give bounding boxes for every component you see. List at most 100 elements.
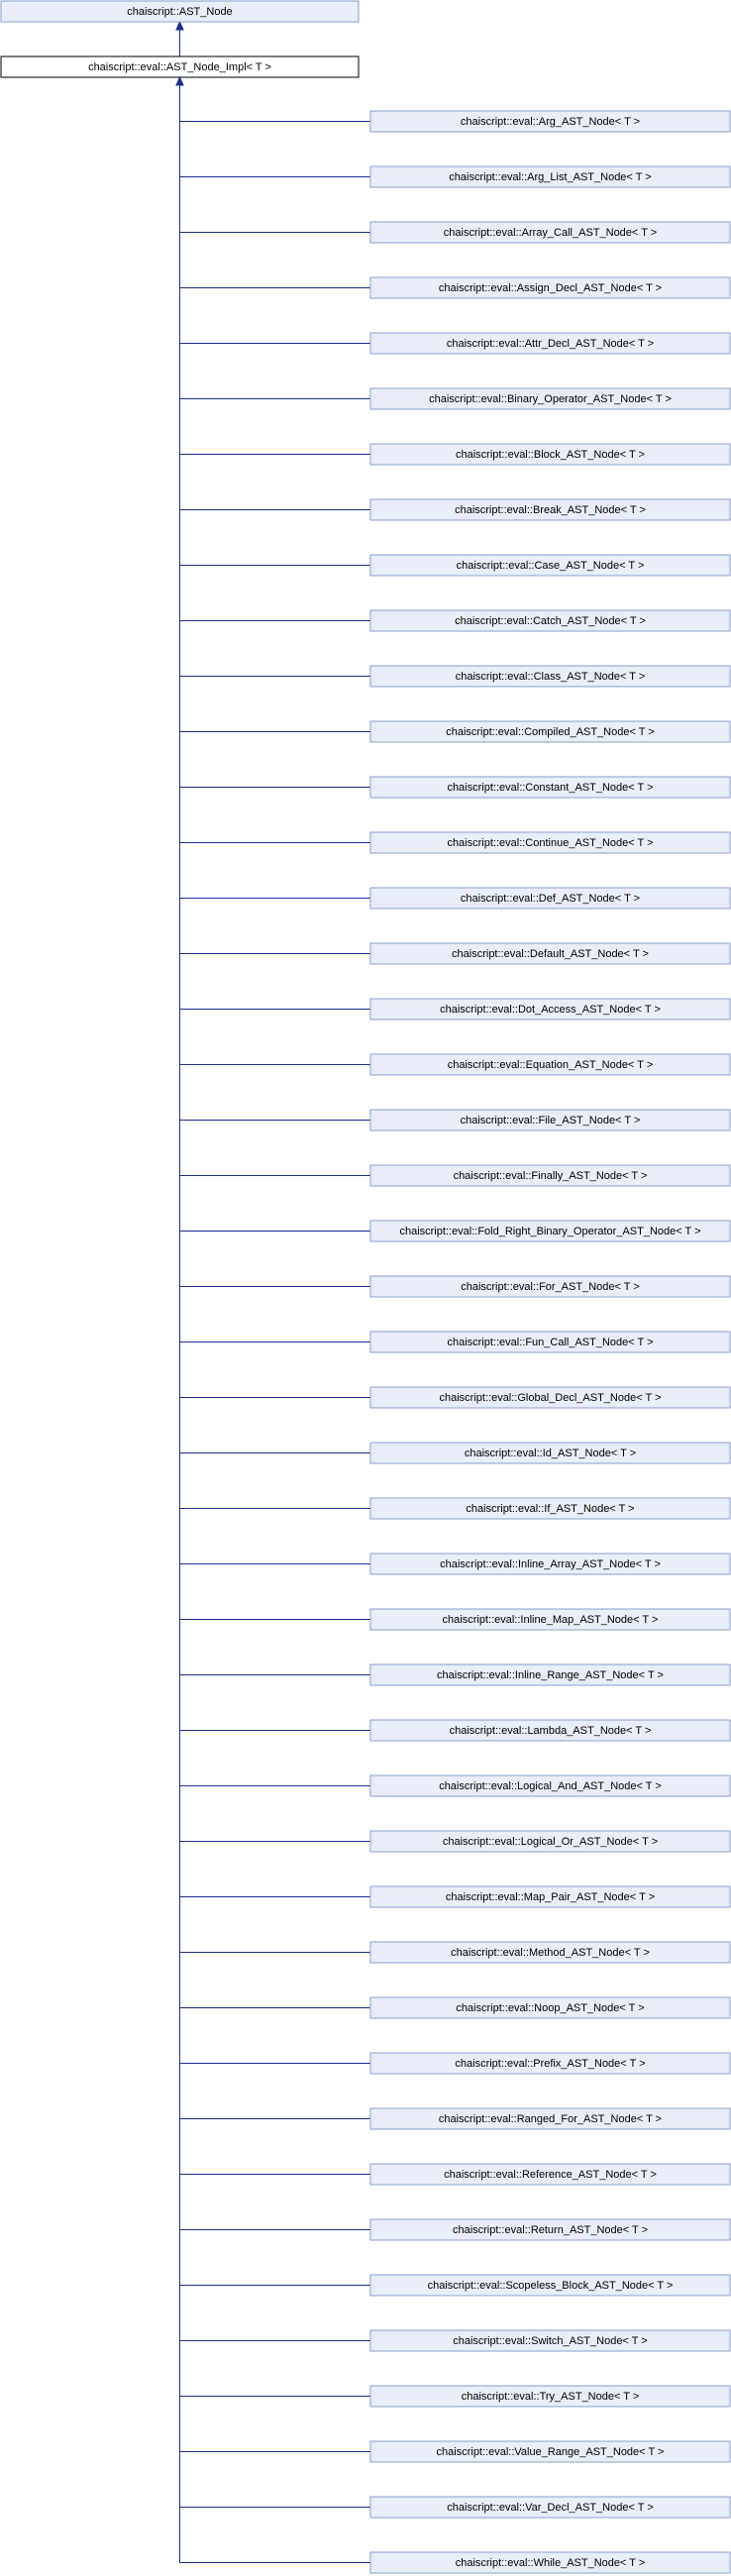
class-node-binary-operator-ast-node[interactable]: chaiscript::eval::Binary_Operator_AST_No… — [369, 387, 731, 410]
class-box — [369, 554, 731, 577]
class-label-break-ast-node: chaiscript::eval::Break_AST_Node< T > — [455, 504, 646, 516]
class-label-prefix-ast-node: chaiscript::eval::Prefix_AST_Node< T > — [455, 2058, 645, 2070]
class-node-break-ast-node[interactable]: chaiscript::eval::Break_AST_Node< T > — [369, 498, 731, 521]
class-box — [369, 609, 731, 632]
class-label-arg-ast-node: chaiscript::eval::Arg_AST_Node< T > — [461, 116, 640, 128]
class-node-equation-ast-node[interactable]: chaiscript::eval::Equation_AST_Node< T > — [369, 1053, 731, 1076]
class-label-inline-array-ast-node: chaiscript::eval::Inline_Array_AST_Node<… — [440, 1558, 661, 1570]
class-box — [369, 1331, 731, 1353]
class-node-ranged-for-ast-node[interactable]: chaiscript::eval::Ranged_For_AST_Node< T… — [369, 2107, 731, 2130]
class-box — [369, 276, 731, 299]
class-node-fold-right-binary-operator-ast-node[interactable]: chaiscript::eval::Fold_Right_Binary_Oper… — [369, 1220, 731, 1242]
class-box — [369, 998, 731, 1020]
class-label-fold-right-binary-operator-ast-node: chaiscript::eval::Fold_Right_Binary_Oper… — [399, 1226, 700, 1237]
class-label-logical-or-ast-node: chaiscript::eval::Logical_Or_AST_Node< T… — [443, 1836, 658, 1848]
class-node-map-pair-ast-node[interactable]: chaiscript::eval::Map_Pair_AST_Node< T > — [369, 1885, 731, 1908]
class-node-inline-array-ast-node[interactable]: chaiscript::eval::Inline_Array_AST_Node<… — [369, 1553, 731, 1575]
class-node-noop-ast-node[interactable]: chaiscript::eval::Noop_AST_Node< T > — [369, 1996, 731, 2019]
class-label-compiled-ast-node: chaiscript::eval::Compiled_AST_Node< T > — [446, 726, 655, 738]
class-node-var-decl-ast-node[interactable]: chaiscript::eval::Var_Decl_AST_Node< T > — [369, 2496, 731, 2519]
class-node-inline-range-ast-node[interactable]: chaiscript::eval::Inline_Range_AST_Node<… — [369, 1664, 731, 1686]
class-box — [369, 1220, 731, 1242]
class-label-return-ast-node: chaiscript::eval::Return_AST_Node< T > — [453, 2224, 648, 2236]
class-node-if-ast-node[interactable]: chaiscript::eval::If_AST_Node< T > — [369, 1497, 731, 1520]
class-box — [369, 1719, 731, 1742]
class-box — [369, 1774, 731, 1797]
class-label-catch-ast-node: chaiscript::eval::Catch_AST_Node< T > — [455, 615, 646, 627]
class-box — [369, 776, 731, 799]
class-node-finally-ast-node[interactable]: chaiscript::eval::Finally_AST_Node< T > — [369, 1164, 731, 1187]
class-node-case-ast-node[interactable]: chaiscript::eval::Case_AST_Node< T > — [369, 554, 731, 577]
class-label-logical-and-ast-node: chaiscript::eval::Logical_And_AST_Node< … — [439, 1780, 662, 1792]
class-node-array-call-ast-node[interactable]: chaiscript::eval::Array_Call_AST_Node< T… — [369, 221, 731, 244]
class-label-global-decl-ast-node: chaiscript::eval::Global_Decl_AST_Node< … — [440, 1392, 662, 1404]
class-node-switch-ast-node[interactable]: chaiscript::eval::Switch_AST_Node< T > — [369, 2329, 731, 2352]
class-node-method-ast-node[interactable]: chaiscript::eval::Method_AST_Node< T > — [369, 1941, 731, 1964]
class-node-fun-call-ast-node[interactable]: chaiscript::eval::Fun_Call_AST_Node< T > — [369, 1331, 731, 1353]
class-label-file-ast-node: chaiscript::eval::File_AST_Node< T > — [461, 1115, 641, 1127]
class-label-assign-decl-ast-node: chaiscript::eval::Assign_Decl_AST_Node< … — [439, 282, 662, 294]
class-node-catch-ast-node[interactable]: chaiscript::eval::Catch_AST_Node< T > — [369, 609, 731, 632]
class-label-continue-ast-node: chaiscript::eval::Continue_AST_Node< T > — [447, 837, 653, 849]
class-node-id-ast-node[interactable]: chaiscript::eval::Id_AST_Node< T > — [369, 1442, 731, 1464]
class-box — [369, 1996, 731, 2019]
class-node-reference-ast-node[interactable]: chaiscript::eval::Reference_AST_Node< T … — [369, 2163, 731, 2186]
class-label-var-decl-ast-node: chaiscript::eval::Var_Decl_AST_Node< T > — [447, 2502, 654, 2514]
class-node-while-ast-node[interactable]: chaiscript::eval::While_AST_Node< T > — [369, 2551, 731, 2574]
class-label-def-ast-node: chaiscript::eval::Def_AST_Node< T > — [461, 893, 640, 905]
class-box — [369, 1442, 731, 1464]
class-label-map-pair-ast-node: chaiscript::eval::Map_Pair_AST_Node< T > — [446, 1891, 655, 1903]
class-label-inline-map-ast-node: chaiscript::eval::Inline_Map_AST_Node< T… — [443, 1614, 659, 1626]
class-label-arg-list-ast-node: chaiscript::eval::Arg_List_AST_Node< T > — [449, 171, 651, 183]
class-node-for-ast-node[interactable]: chaiscript::eval::For_AST_Node< T > — [369, 1275, 731, 1298]
class-box — [369, 1941, 731, 1964]
base-class-node[interactable]: chaiscript::AST_Node — [0, 0, 360, 23]
class-box — [369, 1664, 731, 1686]
class-node-continue-ast-node[interactable]: chaiscript::eval::Continue_AST_Node< T > — [369, 831, 731, 854]
class-node-arg-ast-node[interactable]: chaiscript::eval::Arg_AST_Node< T > — [369, 110, 731, 133]
class-node-logical-and-ast-node[interactable]: chaiscript::eval::Logical_And_AST_Node< … — [369, 1774, 731, 1797]
class-node-logical-or-ast-node[interactable]: chaiscript::eval::Logical_Or_AST_Node< T… — [369, 1830, 731, 1853]
class-label-attr-decl-ast-node: chaiscript::eval::Attr_Decl_AST_Node< T … — [447, 338, 654, 350]
class-label-ranged-for-ast-node: chaiscript::eval::Ranged_For_AST_Node< T… — [439, 2113, 662, 2125]
class-box — [369, 2440, 731, 2463]
class-label-lambda-ast-node: chaiscript::eval::Lambda_AST_Node< T > — [450, 1725, 652, 1737]
class-label-method-ast-node: chaiscript::eval::Method_AST_Node< T > — [451, 1947, 650, 1959]
class-node-constant-ast-node[interactable]: chaiscript::eval::Constant_AST_Node< T > — [369, 776, 731, 799]
class-box — [369, 1386, 731, 1409]
class-node-arg-list-ast-node[interactable]: chaiscript::eval::Arg_List_AST_Node< T > — [369, 165, 731, 188]
class-node-def-ast-node[interactable]: chaiscript::eval::Def_AST_Node< T > — [369, 887, 731, 910]
class-box — [369, 1053, 731, 1076]
class-node-file-ast-node[interactable]: chaiscript::eval::File_AST_Node< T > — [369, 1109, 731, 1131]
class-box — [369, 2385, 731, 2408]
class-box — [369, 332, 731, 355]
class-label-while-ast-node: chaiscript::eval::While_AST_Node< T > — [456, 2557, 646, 2569]
class-node-dot-access-ast-node[interactable]: chaiscript::eval::Dot_Access_AST_Node< T… — [369, 998, 731, 1020]
class-label-fun-call-ast-node: chaiscript::eval::Fun_Call_AST_Node< T > — [447, 1337, 653, 1348]
class-node-lambda-ast-node[interactable]: chaiscript::eval::Lambda_AST_Node< T > — [369, 1719, 731, 1742]
class-node-default-ast-node[interactable]: chaiscript::eval::Default_AST_Node< T > — [369, 942, 731, 965]
class-box — [369, 443, 731, 466]
class-node-prefix-ast-node[interactable]: chaiscript::eval::Prefix_AST_Node< T > — [369, 2052, 731, 2075]
class-node-scopeless-block-ast-node[interactable]: chaiscript::eval::Scopeless_Block_AST_No… — [369, 2274, 731, 2297]
class-box — [369, 221, 731, 244]
class-label-constant-ast-node: chaiscript::eval::Constant_AST_Node< T > — [447, 782, 653, 794]
class-node-attr-decl-ast-node[interactable]: chaiscript::eval::Attr_Decl_AST_Node< T … — [369, 332, 731, 355]
class-node-try-ast-node[interactable]: chaiscript::eval::Try_AST_Node< T > — [369, 2385, 731, 2408]
class-node-return-ast-node[interactable]: chaiscript::eval::Return_AST_Node< T > — [369, 2218, 731, 2241]
class-label-class-ast-node: chaiscript::eval::Class_AST_Node< T > — [456, 671, 646, 683]
class-node-block-ast-node[interactable]: chaiscript::eval::Block_AST_Node< T > — [369, 443, 731, 466]
class-label-inline-range-ast-node: chaiscript::eval::Inline_Range_AST_Node<… — [437, 1669, 664, 1681]
class-node-value-range-ast-node[interactable]: chaiscript::eval::Value_Range_AST_Node< … — [369, 2440, 731, 2463]
class-node-class-ast-node[interactable]: chaiscript::eval::Class_AST_Node< T > — [369, 665, 731, 688]
class-box — [369, 1830, 731, 1853]
class-node-global-decl-ast-node[interactable]: chaiscript::eval::Global_Decl_AST_Node< … — [369, 1386, 731, 1409]
class-box — [369, 2052, 731, 2075]
class-node-inline-map-ast-node[interactable]: chaiscript::eval::Inline_Map_AST_Node< T… — [369, 1608, 731, 1631]
class-node-assign-decl-ast-node[interactable]: chaiscript::eval::Assign_Decl_AST_Node< … — [369, 276, 731, 299]
class-label-try-ast-node: chaiscript::eval::Try_AST_Node< T > — [462, 2391, 640, 2403]
class-label-id-ast-node: chaiscript::eval::Id_AST_Node< T > — [465, 1448, 636, 1459]
class-node-compiled-ast-node[interactable]: chaiscript::eval::Compiled_AST_Node< T > — [369, 720, 731, 743]
class-box — [369, 2551, 731, 2574]
